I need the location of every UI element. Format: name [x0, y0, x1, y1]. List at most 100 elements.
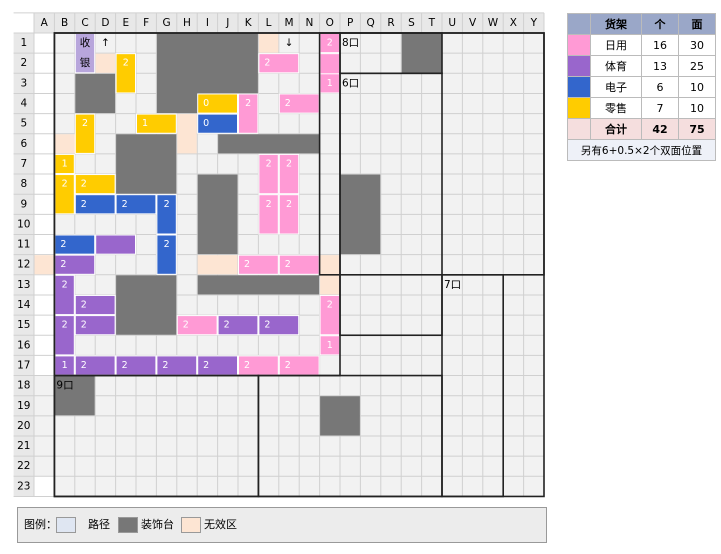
column-header: R: [387, 17, 394, 29]
column-header: F: [143, 17, 149, 29]
stats-header-count: 个: [641, 13, 679, 35]
row-header: 3: [20, 77, 27, 89]
row-header: 21: [17, 440, 30, 452]
map-text-label: 收: [80, 36, 91, 49]
shelf-yellow: [115, 53, 136, 94]
map-text-label: ↑: [101, 37, 110, 49]
column-header: J: [225, 17, 229, 29]
row-header: 14: [17, 299, 31, 311]
row-header: 23: [17, 480, 30, 492]
map-text-label: 银: [80, 56, 91, 69]
shelf-purple: [217, 315, 259, 336]
column-header: K: [245, 17, 253, 29]
stats-header-faces: 面: [678, 13, 716, 35]
shelf-blue: [156, 234, 177, 275]
row-header: 13: [17, 279, 30, 291]
shelf-label: 2: [62, 279, 68, 290]
shelf-blue: [197, 113, 238, 134]
row-header: 18: [17, 380, 30, 392]
stats-count: 13: [641, 55, 679, 77]
shelf-label: 2: [164, 239, 170, 250]
shelf-label: 2: [81, 300, 87, 311]
row-header: 9: [20, 198, 27, 210]
row-header: 1: [20, 37, 27, 49]
shelf-yellow: [136, 113, 177, 134]
map-text-label: 6口: [342, 77, 359, 89]
shelf-label: 1: [142, 118, 148, 129]
legend-title: 图例：: [24, 518, 57, 531]
stats-faces: 30: [678, 34, 716, 56]
shelf-label: 2: [183, 320, 189, 331]
column-header: N: [305, 17, 313, 29]
column-header: S: [408, 17, 415, 29]
stats-total-faces: 75: [678, 118, 716, 140]
row-header: 17: [17, 359, 30, 371]
column-header: Y: [530, 17, 538, 29]
shelf-pink: [238, 254, 279, 275]
column-header: W: [488, 17, 499, 29]
shelf-blue: [156, 194, 177, 235]
shelf-purple: [74, 315, 116, 336]
shelf-summary-table: 货架 个 面 日用 16 30 体育 13 25 电子 6 10 零售 7 10…: [567, 13, 716, 161]
shelf-label: 2: [286, 199, 292, 210]
shelf-label: 2: [81, 360, 87, 371]
shelf-label: 2: [81, 199, 87, 210]
shelf-purple: [74, 294, 116, 316]
shelf-label: 2: [81, 320, 87, 331]
shelf-label: 2: [62, 179, 68, 190]
map-text-label: 7口: [444, 279, 461, 291]
shelf-label: 2: [264, 320, 270, 331]
shelf-label: 2: [264, 58, 270, 69]
column-header: V: [469, 17, 477, 29]
row-header: 5: [20, 118, 27, 130]
legend-swatch-display: [118, 517, 138, 533]
shelf-label: 2: [285, 360, 291, 371]
legend: 图例： 路径 装饰台 无效区: [17, 507, 547, 543]
column-header: O: [326, 17, 334, 29]
column-header-band: [34, 12, 544, 33]
shelf-label: 0: [203, 98, 209, 109]
stats-color: [567, 55, 591, 77]
column-header: L: [266, 17, 272, 29]
legend-label-path: 路径: [88, 518, 110, 531]
shelf-label: 2: [62, 320, 68, 331]
shelf-pink: [258, 194, 279, 235]
stats-shelf: 日用: [590, 34, 642, 56]
shelf-pink: [258, 53, 300, 74]
shelf-pink: [278, 194, 300, 235]
invalid-zone: [34, 255, 54, 275]
column-header: X: [510, 17, 517, 29]
column-header: I: [206, 17, 209, 29]
shelf-label: 2: [60, 239, 66, 250]
shelf-label: 1: [327, 340, 333, 351]
column-header: E: [122, 17, 129, 29]
stats-count: 6: [641, 76, 679, 98]
shelf-label: 2: [203, 360, 209, 371]
stats-header-color: [567, 13, 591, 35]
stats-shelf: 体育: [590, 55, 642, 77]
stats-count: 7: [641, 97, 679, 119]
stats-note-row: 另有6+0.5×2个双面位置: [567, 139, 716, 161]
stats-color: [567, 118, 591, 140]
stats-header-shelf: 货架: [590, 13, 642, 35]
stats-faces: 25: [678, 55, 716, 77]
shelf-label: 2: [266, 199, 272, 210]
shelf-label: 2: [266, 158, 272, 169]
row-header: 6: [20, 138, 27, 150]
stats-total-label: 合计: [590, 118, 642, 140]
column-header: D: [101, 17, 109, 29]
map-text-label: 9口: [56, 380, 73, 392]
column-header: G: [163, 17, 171, 29]
shelf-label: 2: [327, 38, 333, 49]
display-table: [340, 174, 381, 255]
stats-count: 16: [641, 34, 679, 56]
shelf-label: 2: [162, 360, 168, 371]
display-table: [218, 134, 320, 154]
shelf-label: 1: [327, 78, 333, 89]
shelf-label: 2: [285, 259, 291, 270]
display-table: [54, 376, 95, 416]
shelf-blue: [74, 194, 116, 215]
shelf-pink: [278, 153, 300, 195]
shelf-label: 1: [62, 158, 68, 169]
row-header-band: [13, 33, 34, 497]
